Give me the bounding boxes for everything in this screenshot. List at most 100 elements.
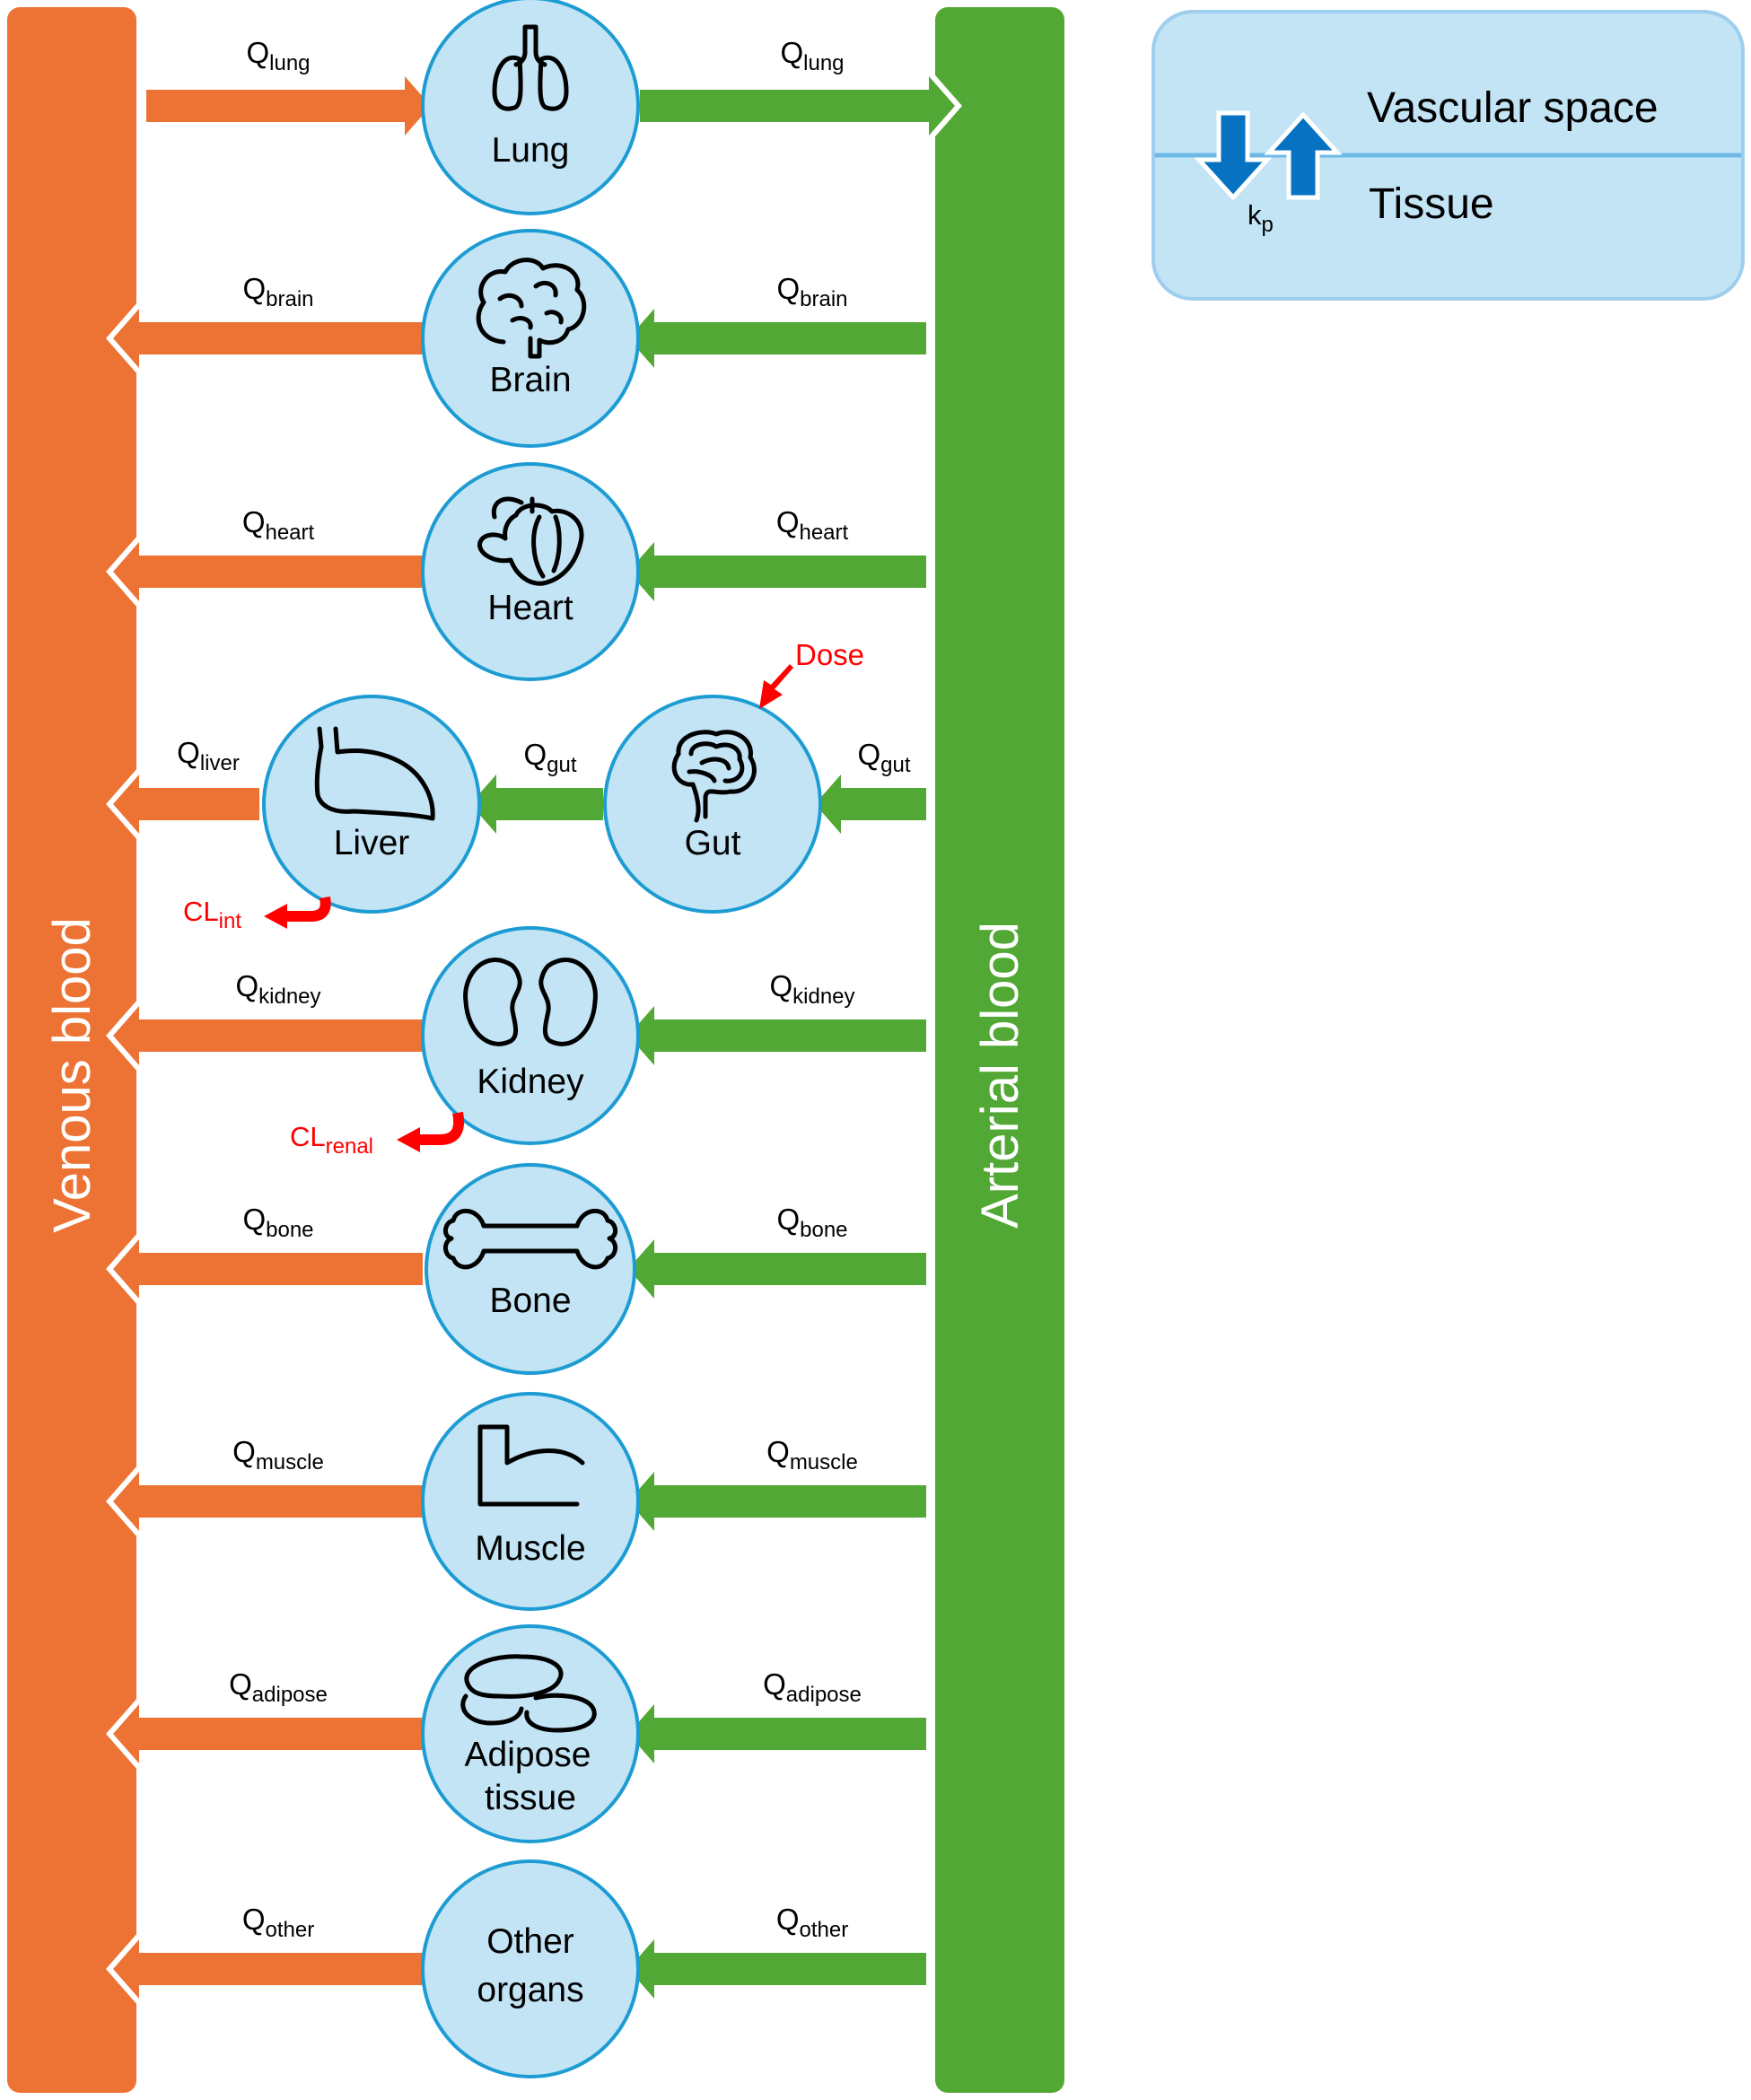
flow-label-heart-out: Qheart [242, 505, 315, 545]
flow-label-other-out-sub: other [265, 1918, 314, 1942]
flow-label-lung-out-sub: lung [803, 51, 844, 75]
flow-label-gut-to-liver: Qgut [523, 738, 576, 777]
flow-label-kidney-in: Qkidney [769, 969, 854, 1009]
arterial-blood-label: Arterial blood [971, 922, 1029, 1229]
flow-label-kidney-in-main: Q [769, 969, 792, 1002]
flow-label-gut-in-sub: gut [880, 753, 911, 777]
flow-arrows [106, 62, 962, 2013]
flow-arrow-other-out [106, 1925, 428, 2013]
clearance-kidney-main: CL [290, 1121, 326, 1152]
legend: Vascular space Tissue kp [1151, 10, 1745, 301]
organ-lung-circle [421, 0, 640, 215]
flow-label-adipose-in-main: Q [763, 1667, 786, 1701]
organ-adipose-label-1: Adipose [465, 1736, 591, 1774]
flow-label-adipose-out: Qadipose [229, 1667, 328, 1707]
flow-label-bone-in: Qbone [776, 1203, 847, 1242]
clearance-liver-arrow [285, 896, 331, 922]
flow-label-brain-out-sub: brain [266, 287, 313, 311]
flow-arrow-gut-to-liver [463, 760, 608, 848]
flow-arrow-liver-out [106, 760, 265, 848]
flow-label-lung-in: Qlung [246, 36, 310, 75]
dose-label: Dose [795, 638, 864, 671]
organ-heart-label: Heart [487, 589, 573, 627]
clearance-kidney-arrow [417, 1111, 464, 1145]
flow-arrow-adipose-in [621, 1690, 932, 1778]
flow-arrow-bone-in [621, 1225, 932, 1313]
legend-vascular-label: Vascular space [1367, 84, 1659, 132]
organ-other: Other organs [421, 1859, 640, 2078]
flow-label-brain-out: Qbrain [242, 272, 313, 311]
clearance-liver-sub: int [219, 909, 242, 933]
flow-label-other-in-main: Q [776, 1903, 800, 1936]
flow-label-muscle-out-sub: muscle [256, 1450, 324, 1474]
organ-kidney-circle [421, 926, 640, 1145]
flow-label-other-in-sub: other [799, 1918, 848, 1942]
flow-label-kidney-out-sub: kidney [258, 984, 320, 1009]
muscle-icon [477, 1424, 585, 1507]
flow-label-bone-out: Qbone [242, 1203, 313, 1242]
organ-adipose-label-2: tissue [485, 1779, 576, 1817]
legend-tissue-label: Tissue [1369, 180, 1494, 228]
organ-lung-label: Lung [492, 131, 570, 170]
fat-cells-icon [460, 1654, 597, 1733]
flow-label-muscle-in-sub: muscle [790, 1450, 858, 1474]
flow-label-lung-in-main: Q [246, 36, 269, 69]
organ-adipose-circle [421, 1624, 640, 1843]
flow-label-gut-in: Qgut [857, 738, 910, 777]
organ-liver-label: Liver [334, 824, 410, 862]
organ-liver: Liver [262, 695, 481, 914]
legend-kp-sub: p [1262, 213, 1274, 237]
organ-muscle-circle [421, 1392, 640, 1611]
flow-arrow-kidney-in [621, 992, 932, 1080]
organ-adipose: Adipose tissue [421, 1624, 640, 1843]
clearance-kidney: CLrenal [290, 1111, 464, 1159]
down-arrow-icon [1194, 110, 1273, 201]
flow-label-muscle-out: Qmuscle [232, 1435, 324, 1474]
clearance-kidney-label: CLrenal [290, 1121, 373, 1159]
organ-muscle: Muscle [421, 1392, 640, 1611]
organ-other-label-1: Other [486, 1922, 574, 1961]
organ-kidney-label: Kidney [477, 1063, 584, 1101]
flow-arrow-heart-in [621, 528, 932, 616]
organ-muscle-label: Muscle [475, 1529, 586, 1568]
organ-bone-circle [425, 1163, 636, 1375]
flow-label-liver-out-sub: liver [200, 751, 240, 775]
organ-kidney: Kidney [421, 926, 640, 1145]
organ-other-label-2: organs [477, 1971, 583, 2009]
up-arrow-icon [1264, 111, 1343, 200]
flow-label-kidney-out: Qkidney [235, 969, 320, 1009]
flow-label-muscle-in-main: Q [766, 1435, 790, 1468]
flow-label-gut-to-liver-main: Q [523, 738, 547, 771]
flow-label-gut-in-main: Q [857, 738, 880, 771]
flow-label-adipose-in: Qadipose [763, 1667, 862, 1707]
flow-arrow-heart-out [106, 528, 428, 616]
flow-label-heart-in: Qheart [776, 505, 849, 545]
organ-gut-circle [603, 695, 822, 914]
organ-other-circle [421, 1859, 640, 2078]
organ-bone: Bone [425, 1163, 636, 1375]
flow-label-heart-in-main: Q [776, 505, 800, 538]
flow-arrow-muscle-out [106, 1457, 428, 1545]
organ-heart: Heart [421, 462, 640, 681]
arterial-blood-bar [935, 7, 1064, 2093]
liver-icon [314, 726, 435, 821]
flow-arrow-other-in [621, 1925, 932, 2013]
flow-arrow-lung-in [141, 62, 438, 150]
flow-label-brain-in-main: Q [776, 272, 800, 305]
flow-label-brain-out-main: Q [242, 272, 266, 305]
venous-blood-label: Venous blood [43, 917, 101, 1233]
flow-label-brain-in-sub: brain [800, 287, 847, 311]
flow-arrow-bone-out [106, 1225, 428, 1313]
legend-kp-label: kp [1248, 199, 1274, 237]
flow-arrow-brain-in [621, 294, 932, 382]
flow-label-adipose-in-sub: adipose [786, 1683, 862, 1707]
flow-label-bone-in-main: Q [776, 1203, 800, 1236]
flow-label-gut-to-liver-sub: gut [547, 753, 577, 777]
clearance-liver-arrowhead [264, 904, 287, 929]
flow-label-lung-out-main: Q [780, 36, 803, 69]
flow-label-other-in: Qother [776, 1903, 848, 1942]
flow-label-adipose-out-sub: adipose [252, 1683, 328, 1707]
clearance-liver-label: CLint [183, 896, 241, 933]
flow-label-other-out-main: Q [242, 1903, 266, 1936]
organ-brain-label: Brain [489, 361, 571, 399]
